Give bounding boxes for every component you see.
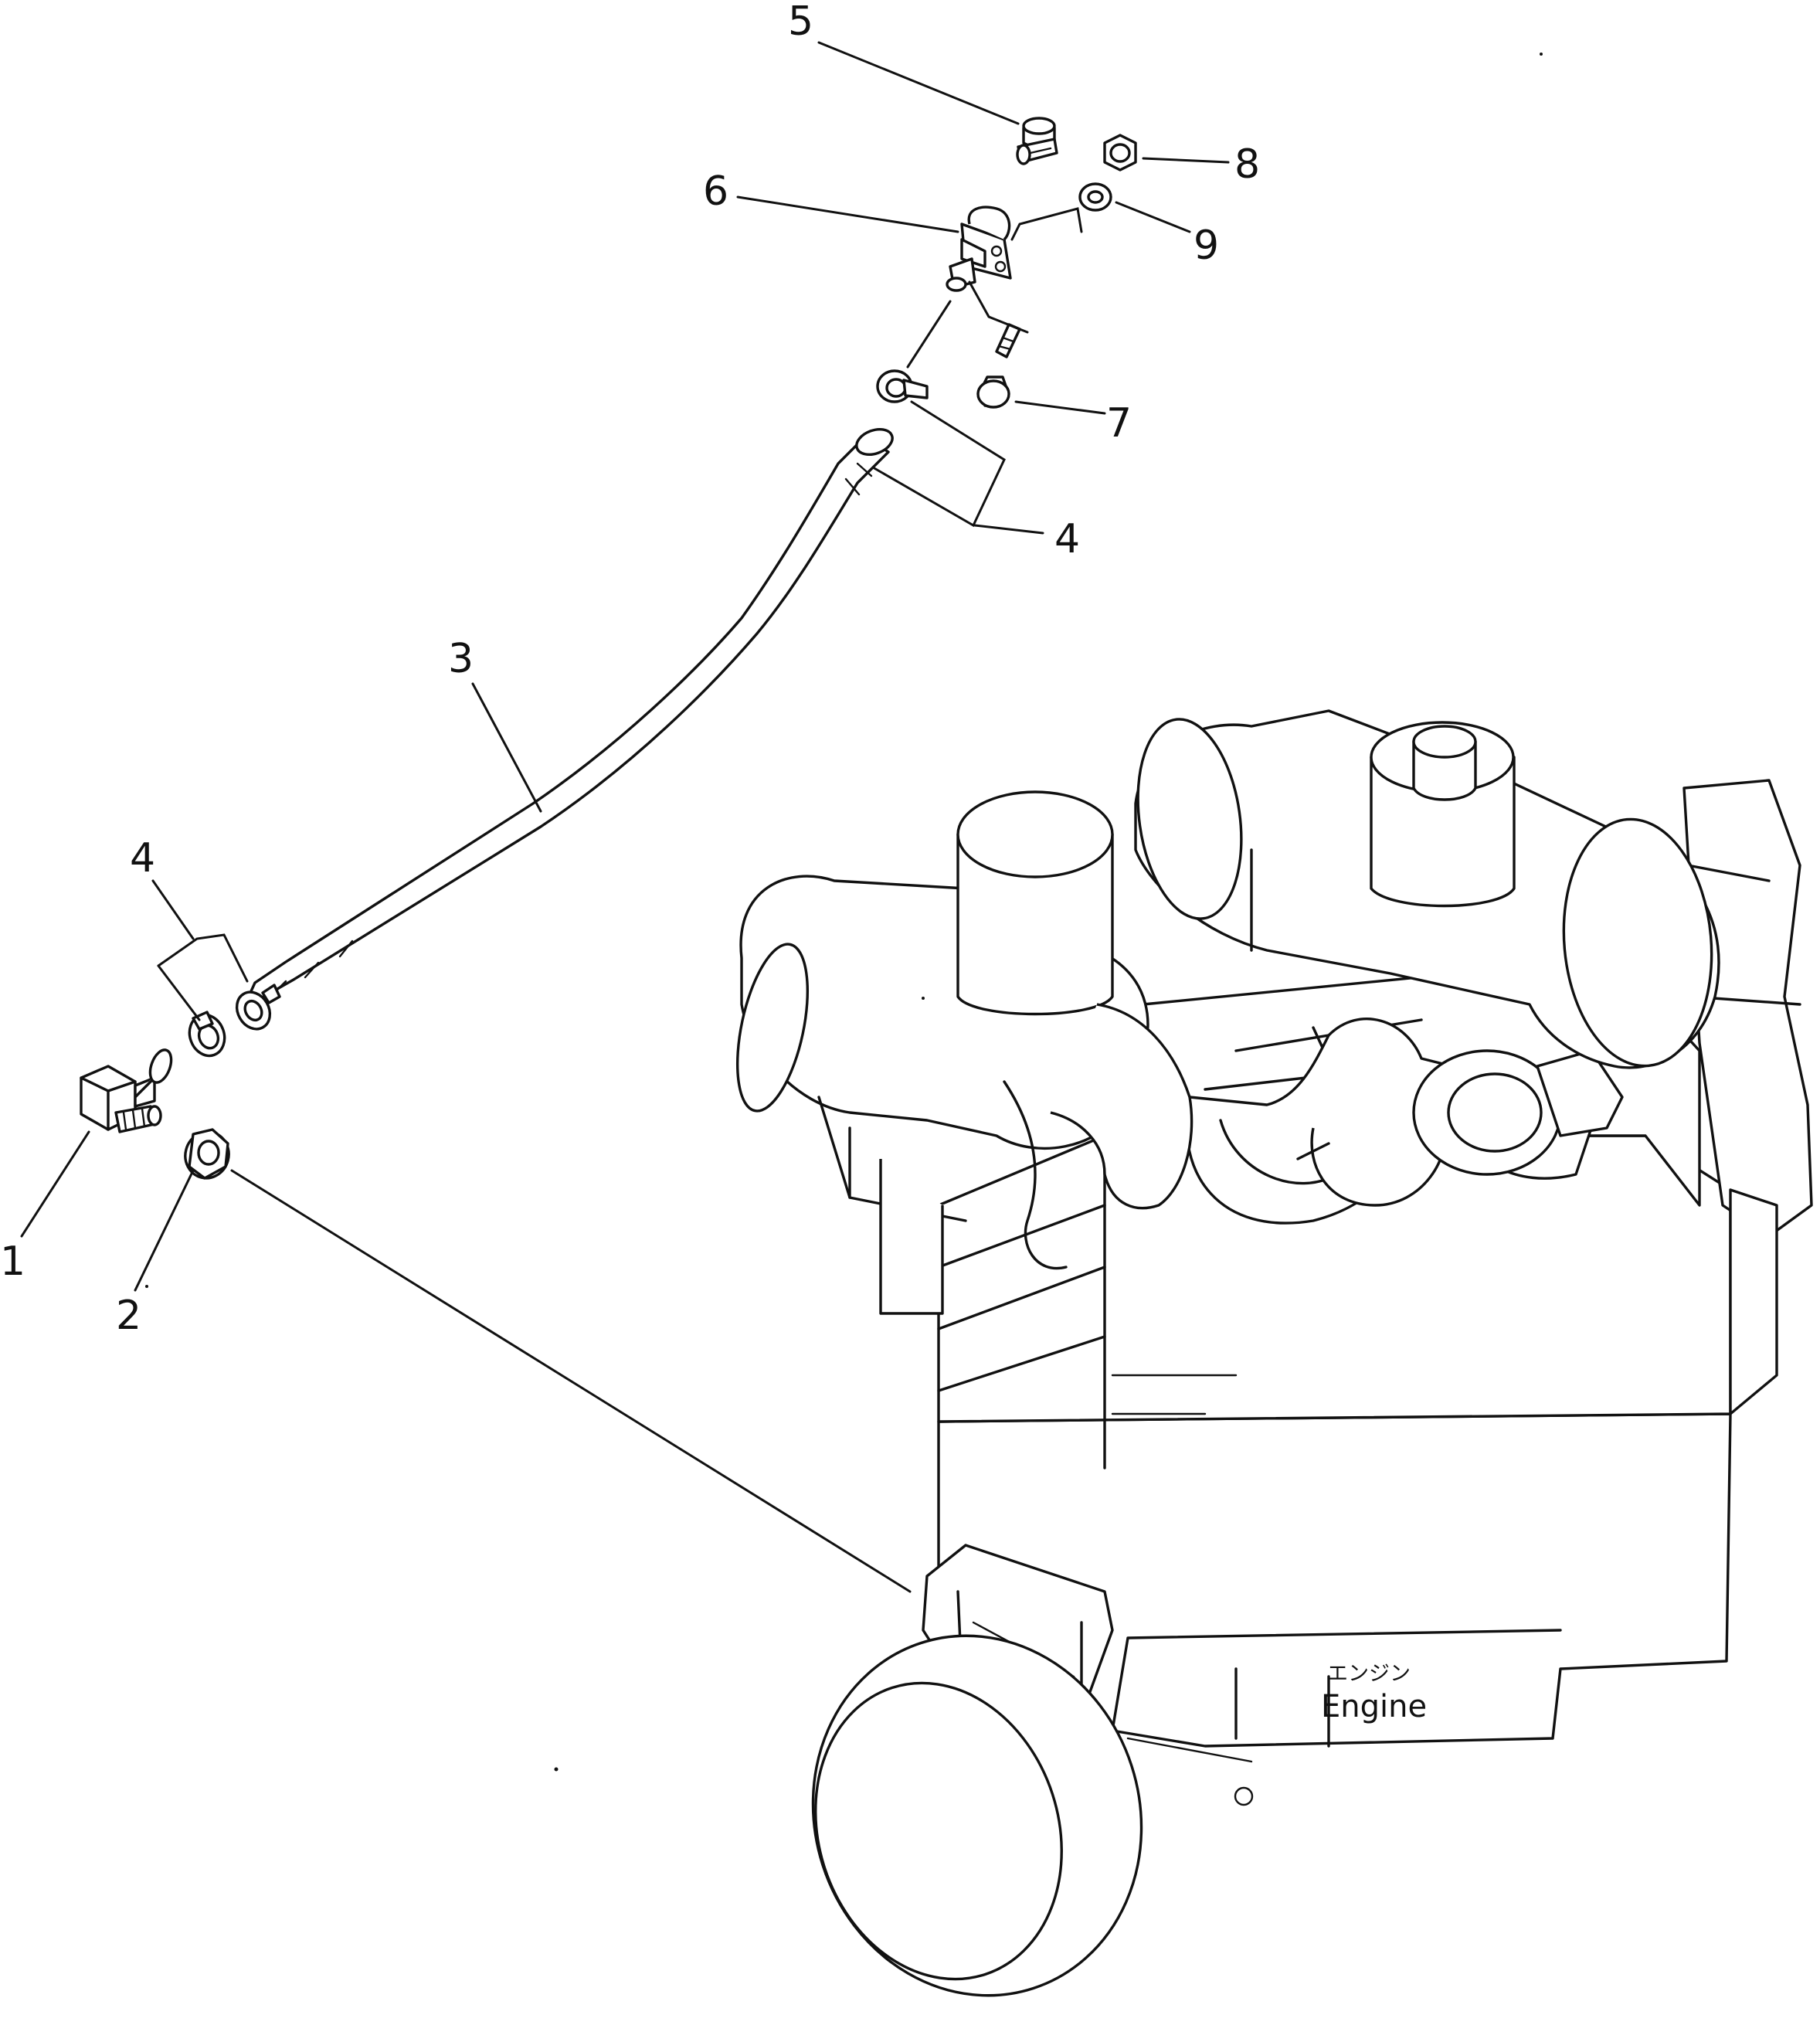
- engine-label: エンジン Engine: [1321, 1662, 1427, 1724]
- washer-part-9: [1078, 182, 1112, 212]
- callout-2: 2: [116, 1293, 141, 1339]
- engine-drawing: [735, 709, 1813, 1997]
- breather-cap-part-5: [1016, 117, 1058, 165]
- callout-7: 7: [1106, 400, 1132, 447]
- hose-clamp-upper: [855, 427, 894, 457]
- engine-label-english: Engine: [1321, 1689, 1427, 1724]
- callout-1: 1: [0, 1238, 25, 1285]
- callout-labels: 1 2 3 4 4 5 6 7 8 9: [0, 0, 1260, 1339]
- engine-label-japanese: エンジン: [1327, 1662, 1411, 1686]
- elbow-fitting: [80, 1048, 173, 1133]
- engine-plug-icon: [1234, 1786, 1254, 1806]
- nut-part-2: [184, 1128, 230, 1180]
- leader-lines: [20, 41, 1230, 1593]
- callout-8: 8: [1234, 141, 1260, 188]
- hose-clamp-part-4-lower: [188, 1011, 226, 1058]
- callout-6: 6: [703, 168, 728, 215]
- callout-4-upper: 4: [1054, 516, 1080, 562]
- callout-9: 9: [1194, 223, 1219, 269]
- callout-3: 3: [448, 636, 474, 682]
- callout-5: 5: [788, 0, 813, 45]
- hose-clamp-lower: [235, 990, 272, 1031]
- bolt-part-7: [976, 323, 1021, 409]
- callout-4-lower: 4: [130, 835, 155, 882]
- hose: [235, 427, 894, 1031]
- hose-clamp-part-4-upper: [876, 369, 929, 403]
- bracket-fitting-part-6: [946, 206, 1012, 292]
- nut-part-8: [1103, 134, 1137, 172]
